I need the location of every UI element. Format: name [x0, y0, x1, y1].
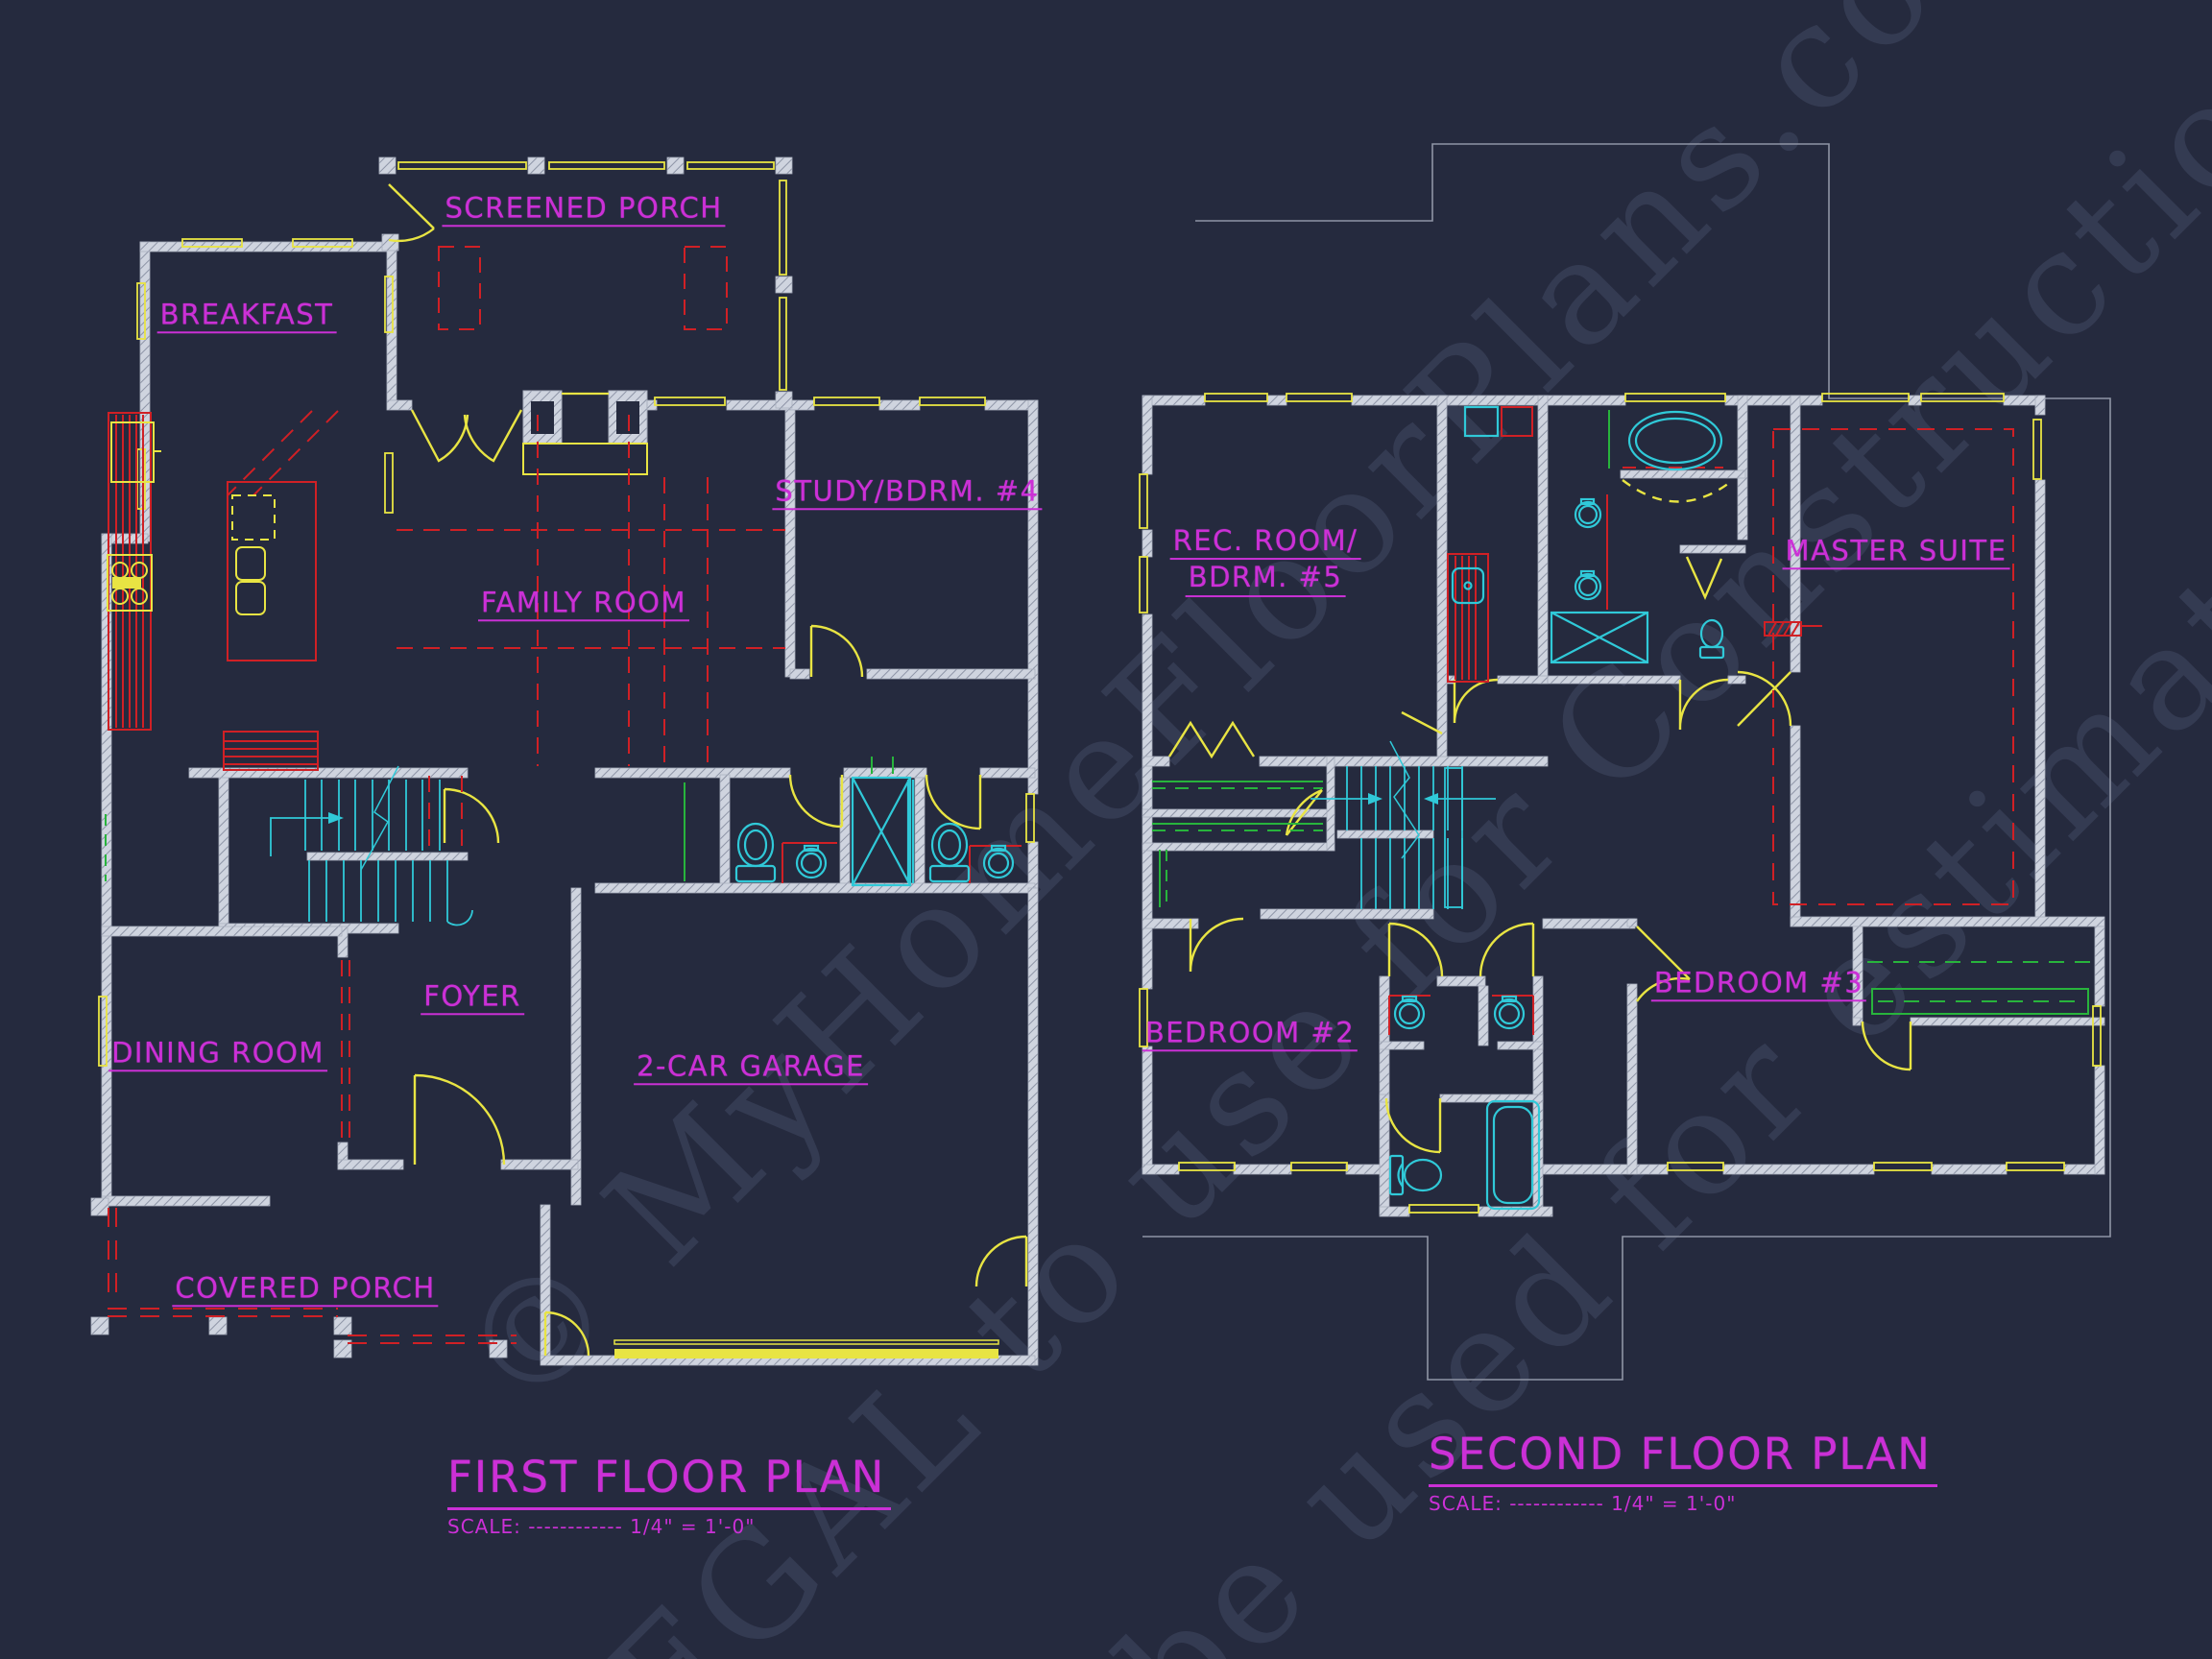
- first-floor-scale: SCALE: ------------ 1/4" = 1'-0": [447, 1515, 756, 1538]
- first-floor-windows: [98, 161, 1035, 1067]
- first-floor-green: [105, 757, 894, 881]
- second-floor-plan: [1139, 393, 2105, 1217]
- first-floor-fixtures: [734, 776, 1015, 887]
- second-floor-title-block: SECOND FLOOR PLAN SCALE: ------------ 1/…: [1429, 1429, 1937, 1515]
- kitchen-appliances: [107, 421, 276, 615]
- second-floor-title: SECOND FLOOR PLAN: [1429, 1429, 1937, 1487]
- first-floor-title-block: FIRST FLOOR PLAN SCALE: ------------ 1/4…: [447, 1452, 892, 1538]
- garage-door: [613, 1339, 999, 1358]
- first-floor-stairs: [270, 765, 473, 926]
- first-floor-plan: [90, 156, 1039, 1366]
- second-floor-walls: [1142, 395, 2105, 1217]
- second-floor-stairs: [1310, 740, 1496, 909]
- second-floor-doors: [1167, 479, 1912, 1154]
- first-floor-title: FIRST FLOOR PLAN: [447, 1452, 892, 1510]
- first-floor-doors: [388, 183, 1028, 1357]
- second-floor-windows: [1139, 393, 2102, 1214]
- second-floor-green: [1152, 410, 2091, 1015]
- roof-outline: [1142, 143, 2111, 1381]
- second-floor-scale: SCALE: ------------ 1/4" = 1'-0": [1429, 1492, 1737, 1515]
- fireplace: [522, 390, 648, 475]
- second-floor-fixtures: [1388, 405, 1725, 1211]
- second-floor-red-details: [1388, 406, 2014, 1035]
- first-floor-walls: [90, 156, 1039, 1366]
- first-floor-red-details: [108, 246, 1022, 1344]
